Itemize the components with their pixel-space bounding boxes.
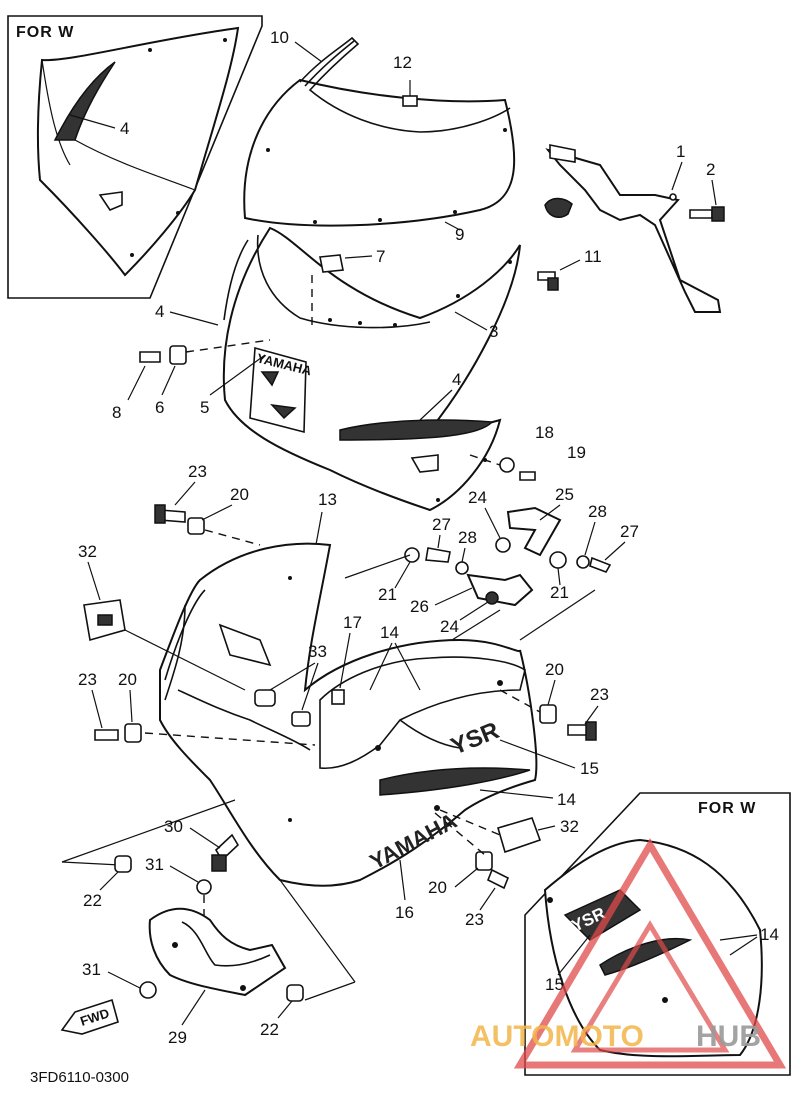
callout-19: 19 — [567, 443, 586, 462]
callout-20-a: 20 — [230, 485, 249, 504]
callout-1: 1 — [676, 142, 685, 161]
callout-5: 5 — [200, 398, 209, 417]
callout-31-a: 31 — [145, 855, 164, 874]
cowl-stripe — [339, 419, 494, 441]
callout-30: 30 — [164, 817, 183, 836]
callout-27-b: 27 — [432, 515, 451, 534]
callout-32-a: 32 — [78, 542, 97, 561]
callout-20-b: 20 — [118, 670, 137, 689]
callout-23-a: 23 — [188, 462, 207, 481]
watermark-text-2: HUB — [696, 1020, 761, 1053]
callout-20-c: 20 — [545, 660, 564, 679]
callout-8: 8 — [112, 403, 121, 422]
callout-15: 15 — [580, 759, 599, 778]
callout-21-b: 21 — [550, 583, 569, 602]
callout-10: 10 — [270, 28, 289, 47]
inset-bottom-title: FOR W — [698, 800, 756, 817]
nut-6 — [169, 345, 187, 365]
callout-23-b: 23 — [78, 670, 97, 689]
callout-3: 3 — [489, 322, 498, 341]
watermark-triangle-icon — [513, 838, 787, 1069]
lower-cowl — [159, 542, 538, 887]
inset-top-title: FOR W — [16, 24, 74, 41]
callout-28-b: 28 — [458, 528, 477, 547]
watermark: AUTOMOTO HUB — [470, 838, 787, 1069]
callout-9: 9 — [455, 225, 464, 244]
callout-23-c: 23 — [590, 685, 609, 704]
watermark-text-1: AUTOMOTO — [470, 1020, 644, 1053]
lower-cowl-group: YSR YAMAHA 14 17 15 14 16 33 32 23 — [78, 542, 609, 929]
callout-16: 16 — [395, 903, 414, 922]
bracket-26 — [466, 573, 534, 607]
diagram-code: 3FD6110-0300 — [30, 1069, 129, 1086]
callout-7: 7 — [376, 247, 385, 266]
screw-8 — [139, 351, 161, 363]
belly-pan — [148, 907, 287, 997]
callout-26: 26 — [410, 597, 429, 616]
callout-33: 33 — [308, 642, 327, 661]
bracket-25 — [506, 506, 562, 557]
callout-32-b: 32 — [560, 817, 579, 836]
callout-22-b: 22 — [260, 1020, 279, 1039]
belly-pan-group: 30 22 31 29 31 22 FWD — [60, 799, 356, 1047]
screen-stay — [299, 36, 511, 133]
stay-bracket-group: 1 2 — [544, 142, 725, 313]
inset-side-panel — [36, 26, 240, 277]
cover-32-right — [497, 817, 542, 854]
upper-cowl — [222, 226, 521, 512]
fwd-arrow — [60, 998, 119, 1035]
callout-29: 29 — [168, 1028, 187, 1047]
callout-6: 6 — [155, 398, 164, 417]
callout-11: 11 — [584, 247, 602, 266]
callout-inset-14: 14 — [760, 925, 779, 944]
callout-21-a: 21 — [378, 585, 397, 604]
callout-24-a: 24 — [468, 488, 487, 507]
callout-22-a: 22 — [83, 891, 102, 910]
callout-23-d: 23 — [465, 910, 484, 929]
inset-top-left: FOR W 4 — [7, 15, 263, 299]
grommet-7 — [319, 254, 344, 273]
callout-2: 2 — [706, 160, 715, 179]
callout-13: 13 — [318, 490, 337, 509]
callout-12: 12 — [393, 53, 412, 72]
windscreen-group: 10 9 12 — [243, 28, 516, 244]
callout-20-d: 20 — [428, 878, 447, 897]
mid-hardware-group: 23 20 13 24 25 28 27 21 27 28 21 — [154, 462, 639, 661]
callout-inset-15: 15 — [545, 975, 564, 994]
callout-18: 18 — [535, 423, 554, 442]
callout-17: 17 — [343, 613, 362, 632]
upper-cowl-group: YAMAHA 3 4 4 7 11 8 6 — [112, 226, 602, 512]
callout-14-b: 14 — [557, 790, 576, 809]
lower-stripe — [379, 767, 531, 796]
stay-bracket — [545, 148, 722, 313]
callout-25: 25 — [555, 485, 574, 504]
callout-24-b: 24 — [440, 617, 459, 636]
windscreen — [243, 78, 516, 227]
callout-4-right: 4 — [452, 370, 461, 389]
inset-bottom-right: FOR W YSR 14 15 — [524, 792, 791, 1076]
callout-14-a: 14 — [380, 623, 399, 642]
callout-inset-4: 4 — [120, 119, 129, 138]
callout-28-a: 28 — [588, 502, 607, 521]
callout-27-a: 27 — [620, 522, 639, 541]
callout-31-b: 31 — [82, 960, 101, 979]
callout-4-left: 4 — [155, 302, 164, 321]
